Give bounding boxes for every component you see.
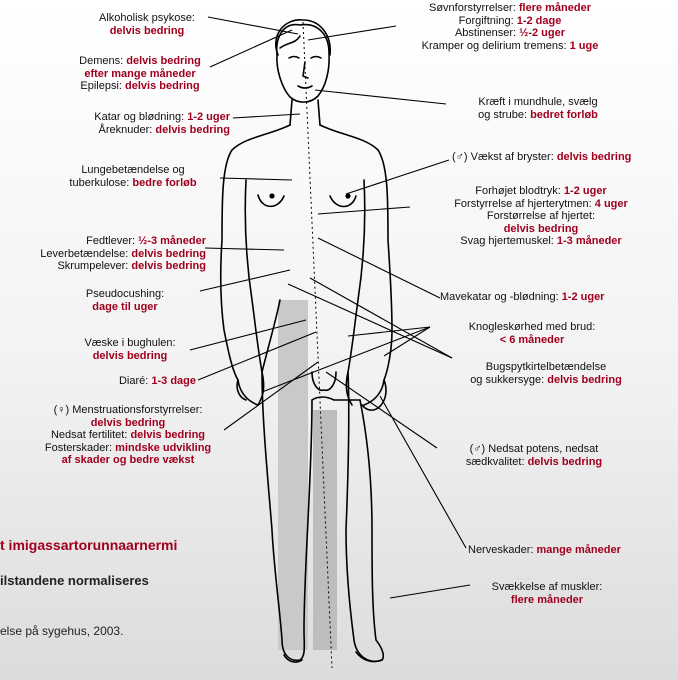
label-value: delvis bedring [131,260,206,272]
footer-title: t imigassartorunnaarnermi [0,537,177,553]
label-vaeske-bughulen: Væske i bughulen: delvis bedring [66,337,194,362]
label-potens: (♂) Nedsat potens, nedsat sædkvalitet: d… [436,443,632,468]
label-value: 4 uger [595,198,628,210]
label-value: flere måneder [519,2,591,14]
label-value: delvis bedring [130,429,205,441]
label-soevn: Søvnforstyrrelser: flere måneder Forgift… [390,2,630,52]
label-value: delvis bedring [93,350,168,362]
label-value: 1-2 uger [187,111,230,123]
label-text: Åreknuder: [99,124,156,136]
label-kraeft: Kræft i mundhule, svælg og strube: bedre… [448,96,628,121]
label-text: Fosterskader: [45,442,115,454]
label-text: Knogleskørhed med brud: [469,321,596,333]
label-value: 1-3 måneder [557,235,622,247]
label-value: delvis bedring [131,248,206,260]
label-text: Skrumpelever: [57,260,131,272]
label-text: (♂) Nedsat potens, nedsat [470,443,599,455]
label-hjerte: Forhøjet blodtryk: 1-2 uger Forstyrrelse… [406,185,676,248]
footer-subtitle: ilstandene normaliseres [0,573,149,588]
label-lever: Fedtlever: ½-3 måneder Leverbetændelse: … [0,235,206,273]
label-text: Katar og blødning: [94,111,187,123]
label-mavekatar: Mavekatar og -blødning: 1-2 uger [440,291,676,304]
label-value: dage til uger [92,301,157,313]
label-value: delvis bedring [91,417,166,429]
label-text: sædkvalitet: [466,456,528,468]
label-pseudocushing: Pseudocushing: dage til uger [58,288,192,313]
label-text: Alkoholisk psykose: [99,12,195,24]
label-value: delvis bedring [110,25,185,37]
label-value: efter mange måneder [84,68,195,80]
label-value: delvis bedring [126,55,201,67]
label-text: tuberkulose: [69,177,132,189]
label-text: Epilepsi: [80,80,125,92]
label-text: Diaré: [119,375,151,387]
label-value: delvis bedring [155,124,230,136]
label-menstruation: (♀) Menstruationsforstyrrelser: delvis b… [24,404,232,467]
label-value: mange måneder [536,544,620,556]
label-text: Leverbetændelse: [40,248,131,260]
label-muskler: Svækkelse af muskler: flere måneder [472,581,622,606]
label-value: bedre forløb [132,177,196,189]
label-text: Søvnforstyrrelser: [429,2,519,14]
label-lungebetaendelse: Lungebetændelse og tuberkulose: bedre fo… [48,164,218,189]
label-demens: Demens: delvis bedring efter mange måned… [66,55,214,93]
label-value: delvis bedring [547,374,622,386]
label-value: 1-2 uger [562,291,605,303]
label-alkoholisk-psykose: Alkoholisk psykose: delvis bedring [82,12,212,37]
label-text: (♀) Menstruationsforstyrrelser: [54,404,203,416]
label-value: delvis bedring [528,456,603,468]
label-bryster: (♂) Vækst af bryster: delvis bedring [452,151,676,164]
label-text: Demens: [79,55,126,67]
label-text: Forgiftning: [459,15,517,27]
label-text: Kræft i mundhule, svælg [478,96,597,108]
label-katar: Katar og blødning: 1-2 uger Åreknuder: d… [30,111,230,136]
label-text: (♂) Vækst af bryster: [452,151,557,163]
label-value: flere måneder [511,594,583,606]
label-value: 1-2 dage [517,15,562,27]
label-value: ½-2 uger [519,27,565,39]
label-text: og sukkersyge: [470,374,547,386]
label-text: Abstinenser: [455,27,519,39]
label-text: Kramper og delirium tremens: [422,40,570,52]
label-bugspytkirtel: Bugspytkirtelbetændelse og sukkersyge: d… [446,361,646,386]
label-value: < 6 måneder [500,334,565,346]
label-text: Bugspytkirtelbetændelse [486,361,606,373]
label-text: Lungebetændelse og [81,164,184,176]
label-value: mindske udvikling [115,442,211,454]
label-value: delvis bedring [125,80,200,92]
label-text: Mavekatar og -blødning: [440,291,562,303]
label-knogle: Knogleskørhed med brud: < 6 måneder [432,321,632,346]
label-value: bedret forløb [530,109,598,121]
label-diare: Diaré: 1-3 dage [80,375,196,388]
label-text: Pseudocushing: [86,288,164,300]
label-text: Forhøjet blodtryk: [475,185,564,197]
label-text: Svag hjertemuskel: [460,235,557,247]
label-value: 1-2 uger [564,185,607,197]
label-value: delvis bedring [557,151,632,163]
label-text: Svækkelse af muskler: [492,581,603,593]
label-value: ½-3 måneder [138,235,206,247]
label-text: Nedsat fertilitet: [51,429,130,441]
footer-source: else på sygehus, 2003. [0,624,123,638]
label-text: Forstyrrelse af hjerterytmen: [454,198,595,210]
label-value: delvis bedring [504,223,579,235]
label-value: 1-3 dage [151,375,196,387]
label-text: og strube: [478,109,530,121]
label-text: Nerveskader: [468,544,536,556]
label-value: af skader og bedre vækst [62,454,195,466]
label-text: Forstørrelse af hjertet: [487,210,595,222]
label-value: 1 uge [570,40,599,52]
label-text: Væske i bughulen: [84,337,175,349]
label-nerveskader: Nerveskader: mange måneder [468,544,668,557]
label-text: Fedtlever: [86,235,138,247]
